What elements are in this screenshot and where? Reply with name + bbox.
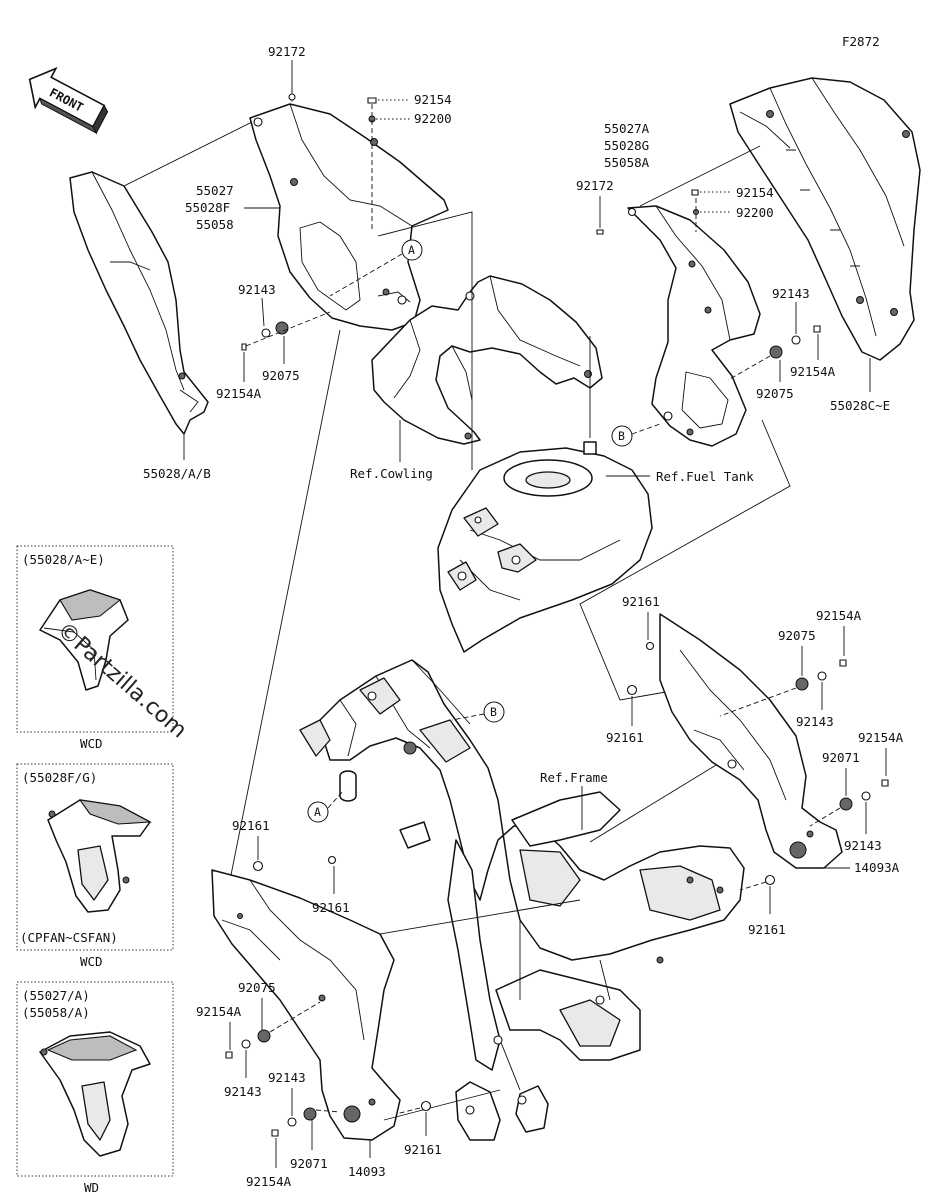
inset-2-title: (55028F/G) (22, 770, 97, 785)
label-14093: 14093 (348, 1164, 386, 1179)
label-92154a-b2: 92154A (246, 1174, 292, 1189)
callout-a-lower-letter: A (314, 805, 321, 819)
frame-reference (299, 659, 745, 1141)
watermark: ©Partzilla.com (52, 618, 191, 744)
lower-cover-14093-left (211, 869, 401, 1141)
label-92161-r2: 92161 (606, 730, 644, 745)
side-cover-55028-left (69, 171, 209, 435)
side-cover-55028-right (729, 77, 921, 361)
label-92075-b: 92075 (238, 980, 276, 995)
label-55028c-e: 55028C~E (830, 398, 890, 413)
label-92154-right: 92154 (736, 185, 774, 200)
callout-b-lower (483, 701, 505, 723)
label-14093a: 14093A (854, 860, 900, 875)
label-92143-b1: 92143 (224, 1084, 262, 1099)
label-ref-cowling: Ref.Cowling (350, 466, 433, 481)
label-92154-top: 92154 (414, 92, 452, 107)
label-92154a-left: 92154A (216, 386, 262, 401)
label-92161-r1: 92161 (622, 594, 660, 609)
label-ref-frame: Ref.Frame (540, 770, 608, 785)
inset-2-subtitle: (CPFAN~CSFAN) (20, 930, 118, 945)
callout-b-lower-letter: B (490, 705, 497, 719)
label-92161-r3: 92161 (748, 922, 786, 937)
inset-1-footer: WCD (80, 736, 103, 751)
label-92154a-b1: 92154A (196, 1004, 242, 1019)
label-ref-fuel-tank: Ref.Fuel Tank (656, 469, 754, 484)
label-92075-left: 92075 (262, 368, 300, 383)
label-92172-right: 92172 (576, 178, 614, 193)
inset-3-title2: (55058/A) (22, 1005, 90, 1020)
inset-2-footer: WCD (80, 954, 103, 969)
label-55027a: 55027A (604, 121, 650, 136)
label-92075-r1: 92075 (778, 628, 816, 643)
label-55058a: 55058A (604, 155, 650, 170)
label-55028f: 55028F (185, 200, 230, 215)
inset-55028-f-g: (55028F/G) (CPFAN~CSFAN) WCD (16, 763, 174, 969)
label-92143-right: 92143 (772, 286, 810, 301)
inset-55028-a-e: (55028/A~E) ©Partzilla.com WCD (16, 545, 191, 751)
label-55028g: 55028G (604, 138, 649, 153)
label-92154a-right: 92154A (790, 364, 836, 379)
label-92143-left: 92143 (238, 282, 276, 297)
callout-b-upper (611, 425, 633, 447)
label-92143-b2: 92143 (268, 1070, 306, 1085)
inset-3-title: (55027/A) (22, 988, 90, 1003)
fuel-tank-reference (437, 441, 653, 653)
inner-panel-55027-left (249, 103, 449, 331)
label-92143-r1: 92143 (796, 714, 834, 729)
label-55027: 55027 (196, 183, 234, 198)
inner-panel-55027a-right (627, 205, 761, 447)
label-92075-right: 92075 (756, 386, 794, 401)
label-55028-a-b: 55028/A/B (143, 466, 211, 481)
callout-b-upper-letter: B (618, 429, 625, 443)
front-arrow-icon: FRONT (28, 66, 109, 135)
label-92154a-r1: 92154A (816, 608, 862, 623)
label-92161-b2: 92161 (312, 900, 350, 915)
label-55058: 55058 (196, 217, 234, 232)
lower-cover-14093a-right (659, 613, 843, 869)
callout-a-upper (401, 239, 423, 261)
callout-a-lower (307, 801, 329, 823)
label-92154a-r2: 92154A (858, 730, 904, 745)
label-92071-b: 92071 (290, 1156, 328, 1171)
inset-55027-a: (55027/A) (55058/A) WD (16, 981, 174, 1195)
label-92143-r2: 92143 (844, 838, 882, 853)
label-92161-b1: 92161 (232, 818, 270, 833)
label-92172-top: 92172 (268, 44, 306, 59)
figure-code: F2872 (842, 34, 880, 49)
inset-3-footer: WD (84, 1180, 99, 1195)
label-92161-b3: 92161 (404, 1142, 442, 1157)
label-92071-r: 92071 (822, 750, 860, 765)
label-92200-top: 92200 (414, 111, 452, 126)
label-92200-right: 92200 (736, 205, 774, 220)
callout-a-upper-letter: A (408, 243, 415, 257)
inset-1-title: (55028/A~E) (22, 552, 105, 567)
